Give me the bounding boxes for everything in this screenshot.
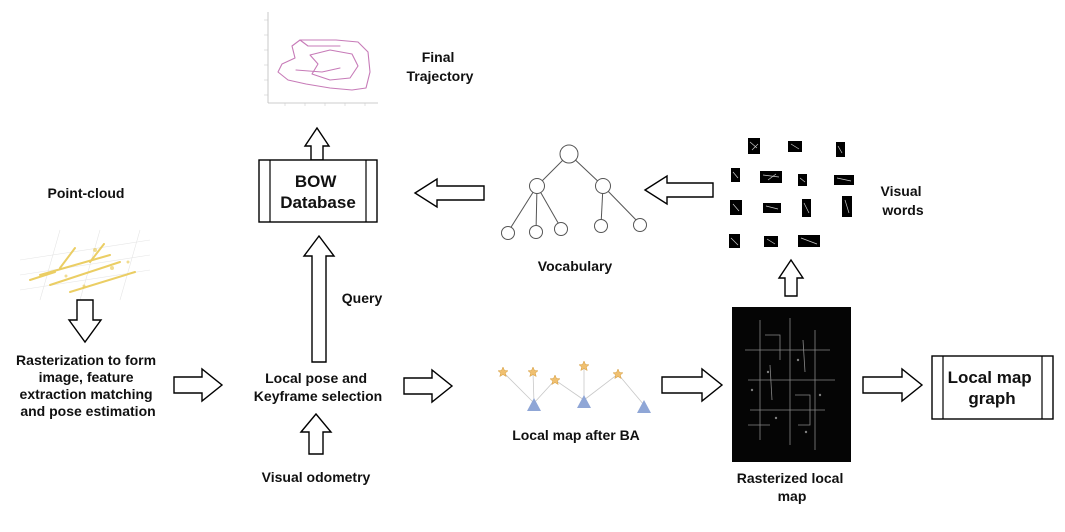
final-trajectory-label: Final Trajectory (407, 49, 474, 84)
rasterized-local-map-image (732, 307, 851, 462)
point-cloud-image (19, 229, 151, 301)
rasterization-label: Rasterization to form image, feature ext… (16, 352, 160, 419)
arrow-bow-to-trajectory (303, 126, 331, 161)
point-cloud-label: Point-cloud (48, 185, 125, 201)
query-label: Query (342, 290, 383, 306)
visual-words-grid (729, 138, 854, 248)
local-map-graph-box: Local map graph (931, 355, 1054, 420)
bow-database-label: BOW Database (280, 172, 356, 212)
local-pose-label: Local pose and Keyframe selection (254, 370, 382, 404)
local-map-after-ba-graphic (497, 360, 651, 413)
final-trajectory-plot (264, 12, 378, 106)
arrow-words-to-vocabulary (643, 174, 714, 206)
vocabulary-label: Vocabulary (538, 258, 613, 274)
arrow-rasterized-to-map-graph (862, 367, 924, 403)
arrow-local-map-to-rasterized (661, 367, 724, 403)
arrow-query-to-bow (302, 234, 336, 363)
arrow-local-pose-to-local-map (403, 368, 454, 404)
arrow-pointcloud-to-rasterization (67, 299, 103, 344)
local-map-after-ba-label: Local map after BA (512, 427, 640, 443)
visual-odometry-label: Visual odometry (262, 469, 371, 485)
arrow-map-to-visual-words (777, 258, 805, 297)
arrow-odometry-to-local-pose (299, 412, 333, 455)
visual-words-label: Visual words (881, 183, 926, 218)
bow-database-box: BOW Database (258, 159, 378, 223)
arrow-vocabulary-to-bow (413, 177, 485, 209)
arrow-rasterization-to-local-pose (173, 367, 224, 403)
vocabulary-tree (501, 144, 647, 240)
rasterized-local-map-label: Rasterized local map (737, 470, 848, 504)
local-map-graph-label: Local map graph (948, 368, 1037, 408)
